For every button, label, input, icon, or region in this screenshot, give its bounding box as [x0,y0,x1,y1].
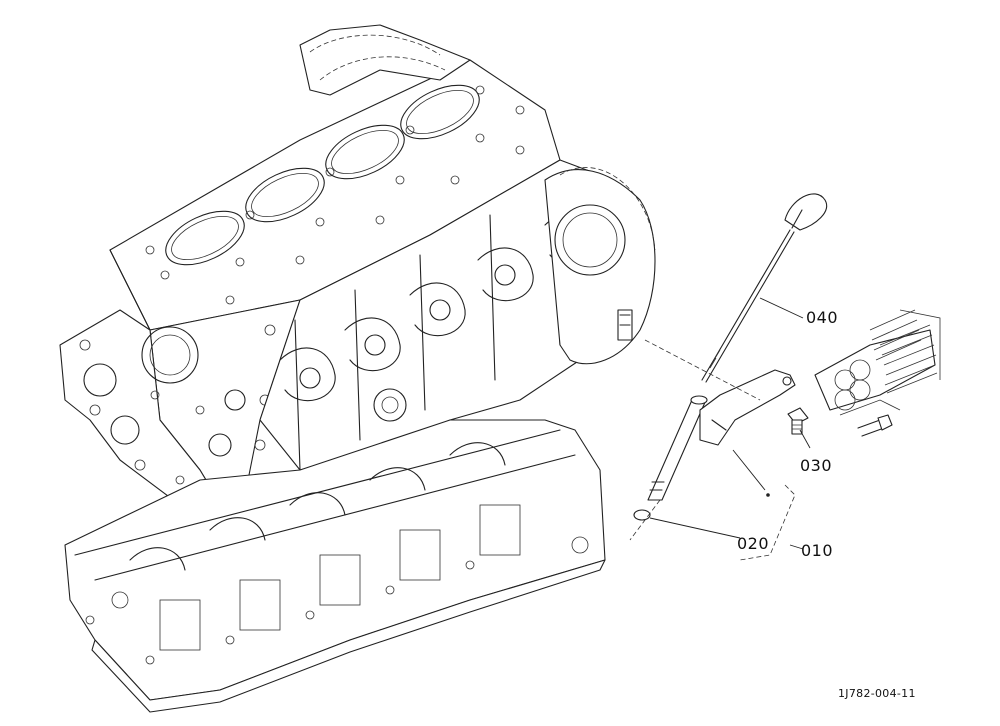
callout-040: 040 [806,308,838,327]
drawing-reference-code: 1J782-004-11 [838,687,916,700]
dipstick [701,193,828,383]
cylinder-block-drawing [59,24,656,521]
bolt [787,407,809,435]
callout-010: 010 [801,541,833,560]
leader-lines [629,297,811,561]
cylinder-bores [165,84,480,266]
crankcase-lower-drawing [64,419,606,713]
callout-030: 030 [800,456,832,475]
dipstick-guide-assembly [647,369,796,501]
fuel-injection-pump-drawing [814,309,941,437]
callout-020: 020 [737,534,769,553]
o-ring [633,509,651,521]
